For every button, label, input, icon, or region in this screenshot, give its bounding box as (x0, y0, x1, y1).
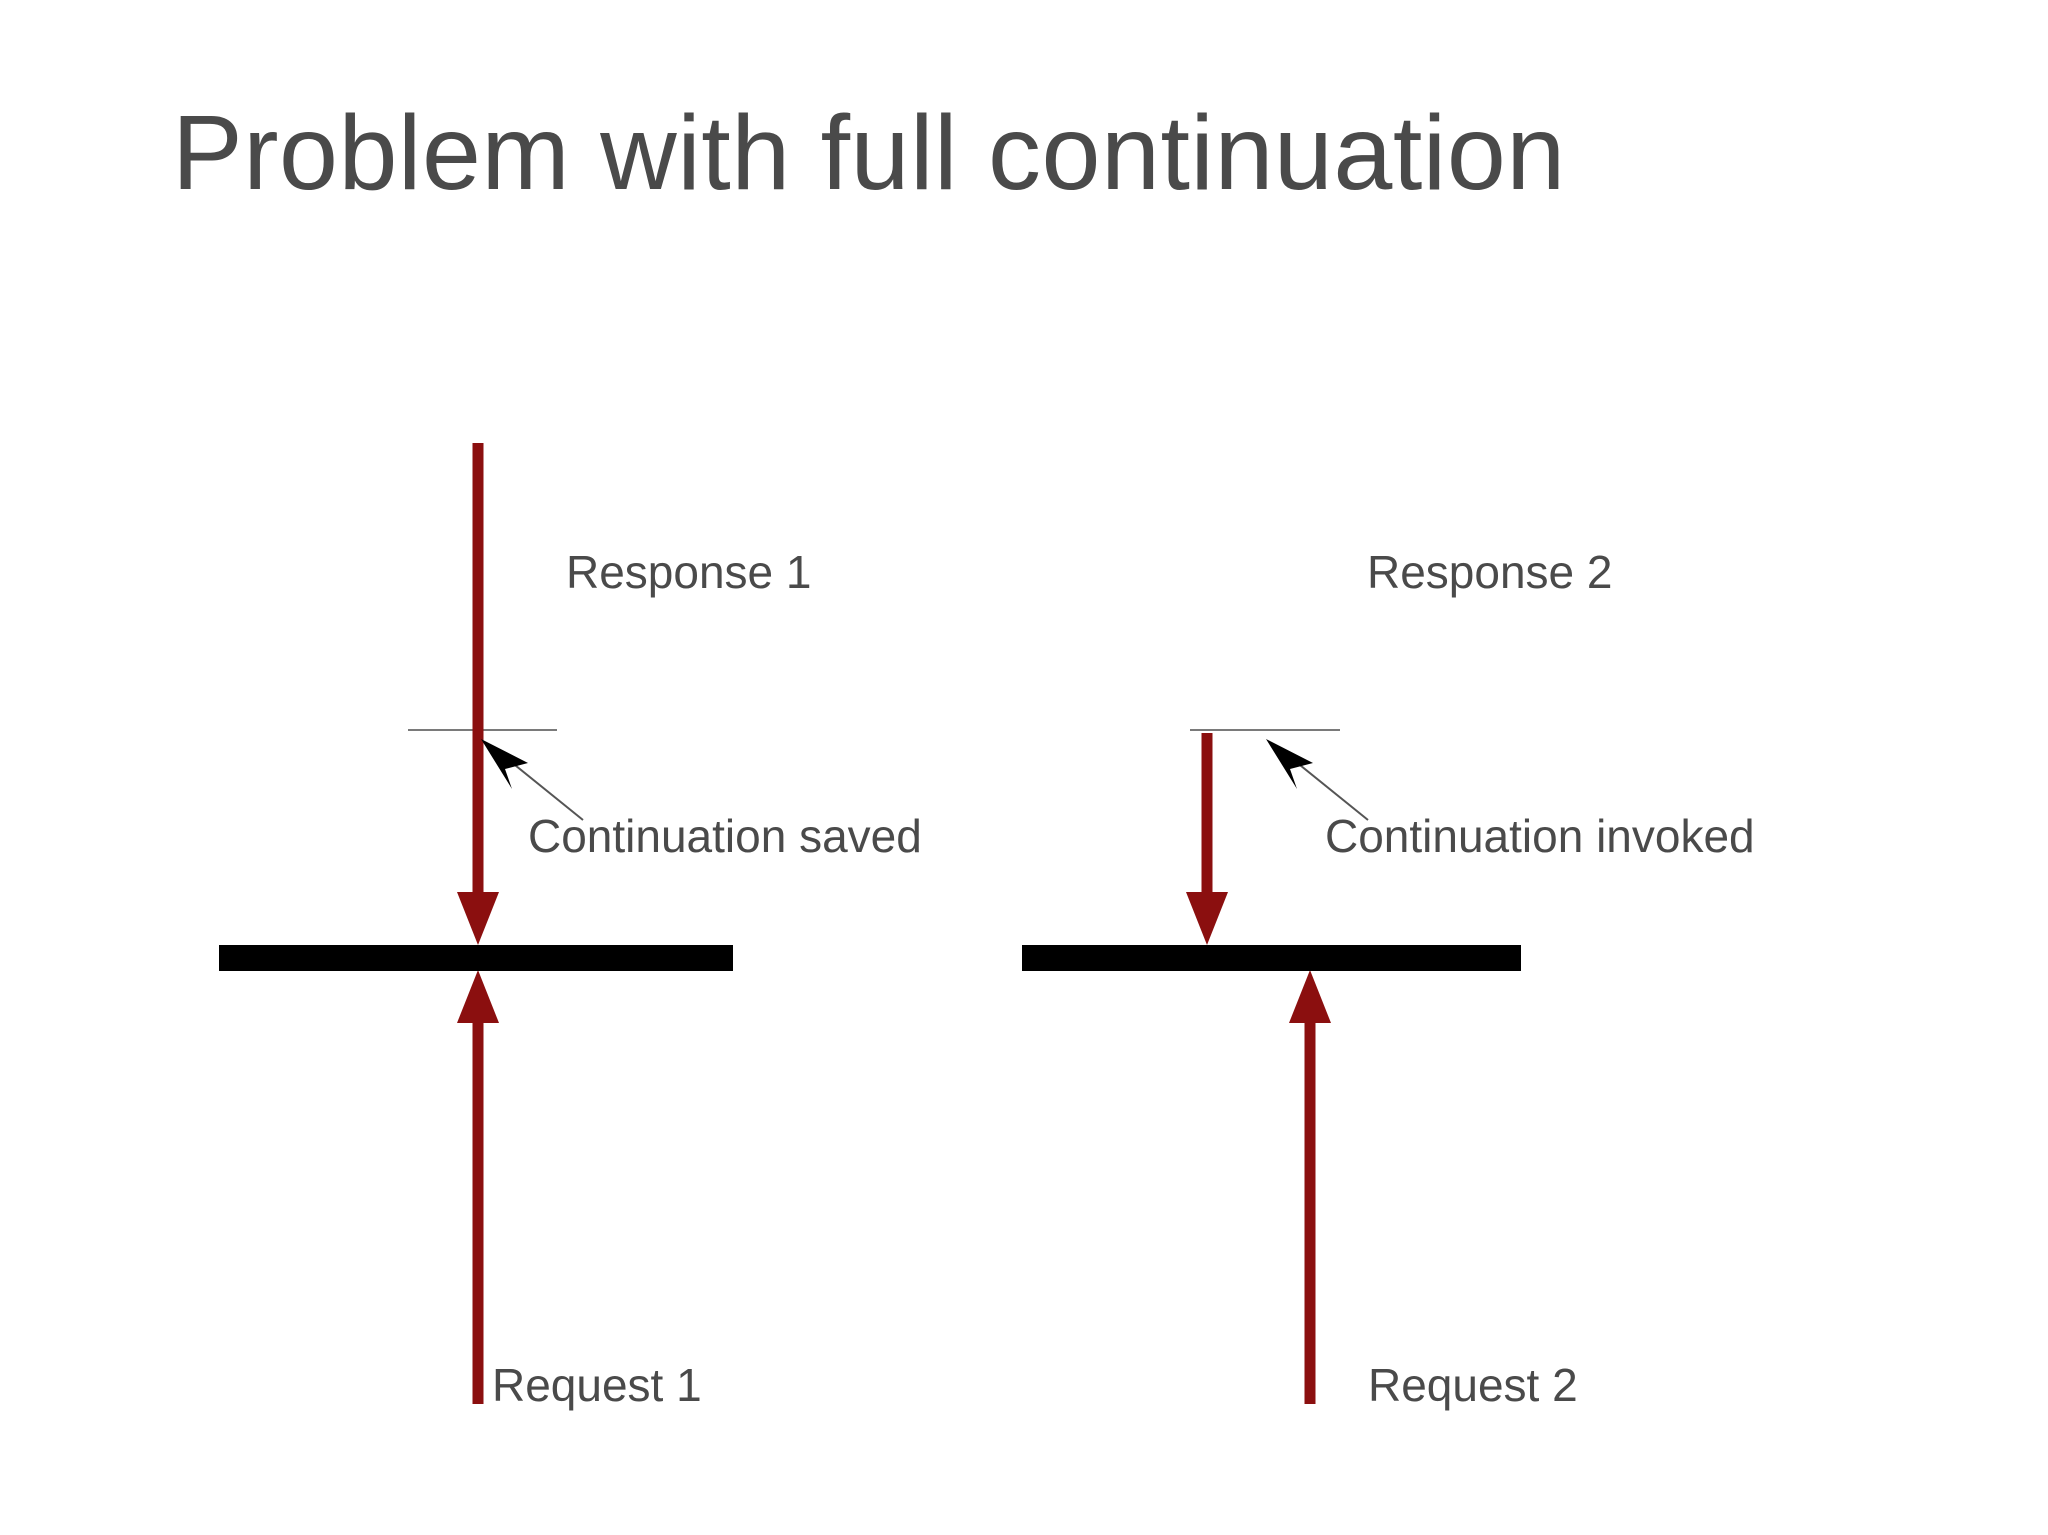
continuation-saved-callout (481, 739, 584, 821)
label-continuation-saved: Continuation saved (528, 810, 922, 862)
continuation-saved-arrowhead (481, 739, 528, 789)
barrier-bar-left (219, 945, 733, 971)
response-2-arrow (1186, 733, 1228, 945)
barrier-bar-right (1022, 945, 1521, 971)
request-2-arrow (1289, 970, 1331, 1404)
page-title: Problem with full continuation (172, 94, 1566, 212)
label-continuation-invoked: Continuation invoked (1325, 810, 1755, 862)
continuation-invoked-callout (1266, 739, 1369, 821)
response-1-arrow (457, 443, 499, 945)
continuation-invoked-arrowhead (1266, 739, 1313, 789)
continuation-invoked-leader-line (1289, 756, 1369, 821)
request-1-arrow (457, 970, 499, 1404)
label-response-2: Response 2 (1367, 546, 1613, 598)
continuation-saved-leader-line (504, 756, 584, 821)
request-2-arrow-head (1289, 970, 1331, 1023)
label-request-1: Request 1 (492, 1359, 702, 1411)
response-2-arrow-head (1186, 892, 1228, 945)
label-response-1: Response 1 (566, 546, 812, 598)
request-1-arrow-head (457, 970, 499, 1023)
label-request-2: Request 2 (1368, 1359, 1578, 1411)
response-1-arrow-head (457, 892, 499, 945)
